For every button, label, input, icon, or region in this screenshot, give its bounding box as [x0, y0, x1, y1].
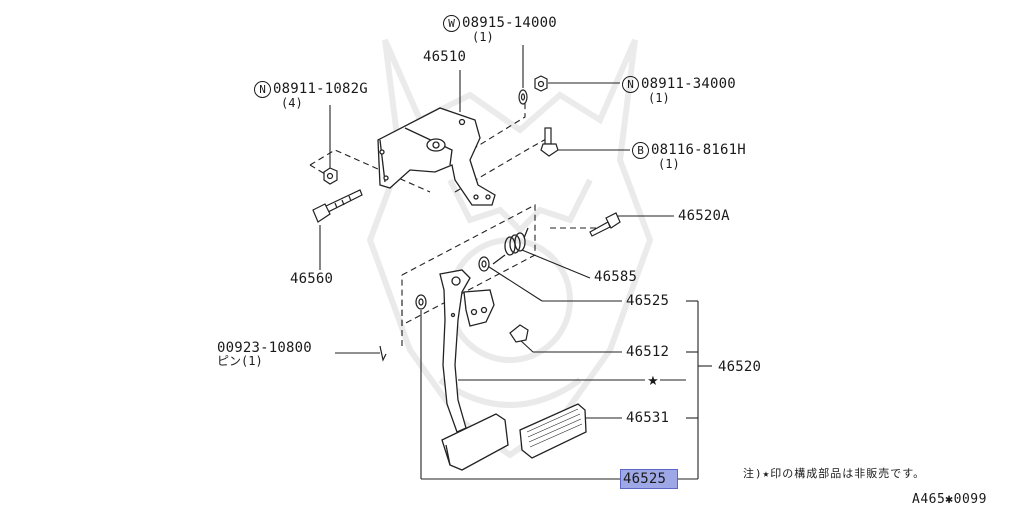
part-label-08915-14000: 08915-14000 [462, 15, 557, 31]
part-label-46512: 46512 [626, 344, 670, 360]
nut-symbol-right: N [622, 76, 639, 93]
pedal-pad-base [441, 413, 509, 471]
part-label-46525-lower[interactable]: 46525 [623, 471, 667, 487]
nut-08911-34000 [534, 75, 548, 92]
bushing-upper [478, 256, 490, 272]
qty-08911-1082g: (4) [281, 96, 303, 110]
qty-00923-10800: ピン(1) [217, 354, 263, 368]
part-label-46560: 46560 [290, 271, 334, 287]
star-marker: ★ [647, 374, 659, 389]
part-label-08116-8161h: 08116-8161H [651, 142, 746, 158]
part-label-46531: 46531 [626, 410, 670, 426]
footnote: 注)★印の構成部品は非販売です。 [743, 467, 926, 480]
highlighted-part[interactable] [620, 469, 678, 489]
part-label-46585: 46585 [594, 269, 638, 285]
cotter-pin [379, 345, 387, 362]
part-label-08911-34000: 08911-34000 [641, 76, 736, 92]
part-label-08911-1082g: 08911-1082G [273, 81, 368, 97]
bolt-46560 [312, 189, 363, 223]
bushing-lower [415, 294, 427, 310]
washer-symbol: W [443, 15, 460, 32]
pedal-pad-rubber [519, 403, 587, 459]
washer-08915-14000 [518, 89, 528, 105]
diagram-reference: A465✱0099 [912, 492, 987, 507]
pedal-bracket [377, 107, 496, 206]
return-spring [492, 227, 529, 265]
bolt-08116-8161h [540, 127, 559, 157]
pedal-arm [439, 269, 495, 433]
part-label-46525-upper: 46525 [626, 293, 670, 309]
bolt-symbol: B [632, 142, 649, 159]
part-label-46510: 46510 [423, 49, 467, 65]
part-label-46520: 46520 [718, 359, 762, 375]
qty-08116-8161h: (1) [658, 157, 680, 171]
leader-lines [319, 45, 712, 480]
bolt-46520a [589, 212, 621, 237]
nut-08911-1082g [323, 167, 338, 185]
qty-08911-34000: (1) [648, 91, 670, 105]
nut-symbol-left: N [254, 81, 271, 98]
part-label-46520a: 46520A [678, 208, 730, 224]
stopper-rubber [509, 324, 529, 343]
qty-08915-14000: (1) [472, 30, 494, 44]
part-label-00923-10800: 00923-10800 [217, 340, 312, 356]
